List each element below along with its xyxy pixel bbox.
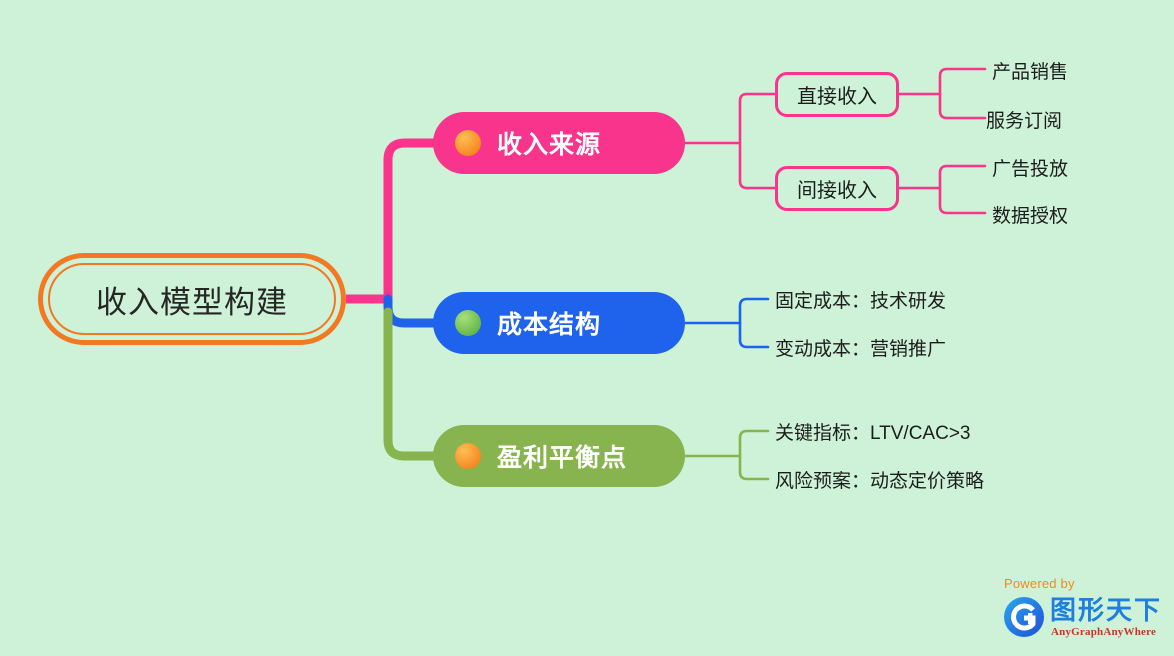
leaf-node-key-metric-label: 关键指标：LTV/CAC>3 bbox=[775, 422, 971, 444]
leaf-node-product-sales-label: 产品销售 bbox=[992, 61, 1069, 83]
watermark-subtitle-text: AnyGraphAnyWhere bbox=[1051, 626, 1157, 638]
connector-revenue-to-direct bbox=[738, 92, 777, 145]
green-circle-icon bbox=[455, 310, 481, 336]
branch-node-profit-label: 盈利平衡点 bbox=[497, 444, 628, 472]
leaf-node-advertising-label: 广告投放 bbox=[992, 158, 1069, 180]
leaf-node-service-subscription-label: 服务订阅 bbox=[986, 110, 1063, 132]
connector-profit-to-risk bbox=[738, 454, 770, 481]
leaf-node-variable-cost[interactable]: 变动成本：营销推广 bbox=[775, 333, 946, 361]
branch-node-profit[interactable]: 盈利平衡点 bbox=[433, 425, 685, 487]
branch-node-cost-label: 成本结构 bbox=[497, 311, 602, 339]
branch-node-cost[interactable]: 成本结构 bbox=[433, 292, 685, 354]
watermark-powered-by-text: Powered by bbox=[1004, 576, 1075, 591]
connector-root-to-cost bbox=[383, 294, 438, 328]
leaf-node-key-metric[interactable]: 关键指标：LTV/CAC>3 bbox=[775, 417, 971, 445]
leaf-node-advertising[interactable]: 广告投放 bbox=[992, 153, 1068, 181]
connector-direct-to-subscribe bbox=[938, 92, 987, 120]
connector-revenue-to-indirect bbox=[738, 141, 777, 190]
leaf-node-product-sales[interactable]: 产品销售 bbox=[992, 56, 1068, 84]
leaf-node-data-licensing-label: 数据授权 bbox=[992, 205, 1069, 227]
sub-node-indirect-revenue[interactable]: 间接收入 bbox=[775, 166, 899, 211]
orange-circle-icon bbox=[455, 443, 481, 469]
sub-node-indirect-revenue-label: 间接收入 bbox=[797, 180, 877, 202]
watermark-brand-text: 图形天下 bbox=[1050, 595, 1163, 625]
connector-direct-to-product bbox=[938, 67, 987, 96]
branch-node-revenue-label: 收入来源 bbox=[497, 131, 602, 159]
connector-root-to-profit bbox=[383, 307, 438, 461]
leaf-node-fixed-cost[interactable]: 固定成本：技术研发 bbox=[775, 285, 946, 313]
sub-node-direct-revenue[interactable]: 直接收入 bbox=[775, 72, 899, 117]
g-circle-logo-icon bbox=[1004, 597, 1044, 637]
connector-cost-to-fixed bbox=[738, 297, 770, 325]
branch-node-revenue[interactable]: 收入来源 bbox=[433, 112, 685, 174]
leaf-node-risk-plan-label: 风险预案：动态定价策略 bbox=[775, 470, 985, 492]
connector-indirect-to-data bbox=[938, 186, 987, 215]
connector-profit-to-kpi bbox=[738, 429, 770, 458]
leaf-node-fixed-cost-label: 固定成本：技术研发 bbox=[775, 290, 947, 312]
connector-indirect-to-ads bbox=[938, 164, 987, 190]
leaf-node-service-subscription[interactable]: 服务订阅 bbox=[986, 105, 1062, 133]
sub-node-direct-revenue-label: 直接收入 bbox=[797, 86, 877, 108]
leaf-node-data-licensing[interactable]: 数据授权 bbox=[992, 200, 1068, 228]
leaf-node-variable-cost-label: 变动成本：营销推广 bbox=[775, 338, 947, 360]
connector-root-to-revenue bbox=[383, 138, 438, 308]
root-node[interactable]: 收入模型构建 bbox=[38, 253, 346, 345]
leaf-node-risk-plan[interactable]: 风险预案：动态定价策略 bbox=[775, 465, 984, 493]
root-node-label: 收入模型构建 bbox=[96, 284, 288, 320]
orange-circle-icon bbox=[455, 130, 481, 156]
connector-cost-to-variable bbox=[738, 321, 770, 349]
watermark: Powered by 图形天下 AnyGraphAnyWhere bbox=[1003, 576, 1163, 644]
